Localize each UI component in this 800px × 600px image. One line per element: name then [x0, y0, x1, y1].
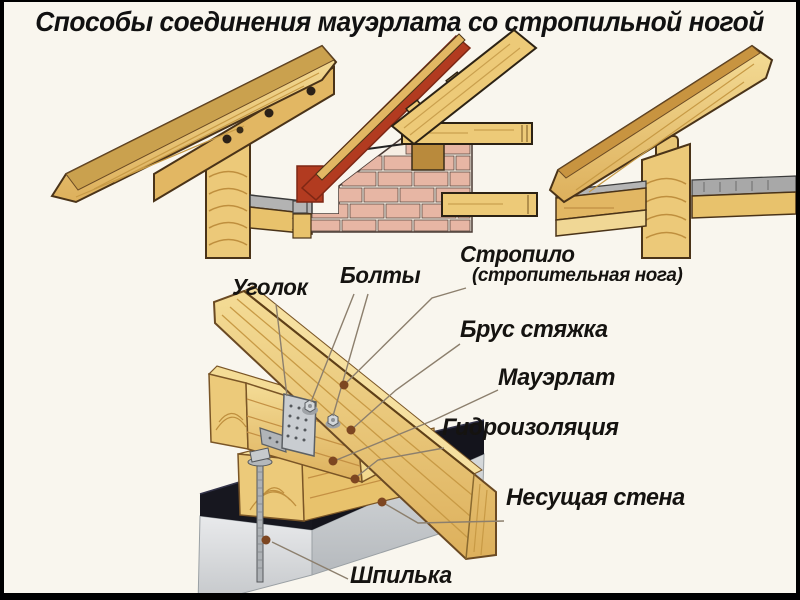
dot-stena [377, 497, 387, 507]
label-mauerlat: Мауэрлат [498, 364, 616, 391]
page-title: Способы соединения мауэрлата со стропиль… [4, 6, 796, 38]
dot-mauerlat [328, 456, 338, 466]
leader-stropilo [343, 287, 467, 386]
label-stena: Несущая стена [506, 484, 685, 511]
label-stropilo-group: Стропило (стропительная нога) [460, 243, 689, 286]
dot-brus [346, 425, 356, 435]
leader-bolt-1 [310, 293, 355, 403]
stud-rod [247, 447, 273, 583]
main-assembly-diagram [197, 285, 497, 593]
bolts [302, 399, 341, 429]
eave-support [292, 200, 312, 239]
right-boards [691, 175, 796, 219]
dot-shpilka [261, 535, 271, 545]
dot-gidro [350, 474, 360, 484]
leader-lines [271, 287, 505, 580]
diagram-variant-log-wall [50, 44, 338, 259]
label-stropilo-sub: (стропительная нога) [472, 264, 683, 286]
leader-brus [350, 343, 461, 431]
leader-ugolok [275, 303, 288, 397]
label-bolty: Болты [340, 262, 421, 288]
notched-rafter [548, 44, 774, 204]
leader-shpilka [271, 541, 349, 580]
label-ugolok: Уголок [232, 274, 308, 300]
leader-bolt-2 [332, 293, 369, 417]
roof-lath [315, 33, 466, 181]
technical-drawing [50, 28, 796, 593]
label-gidro: Гидроизоляция [442, 414, 619, 441]
page-title-text: Способы соединения мауэрлата со стропиль… [35, 6, 765, 37]
diagram-variant-timber-wall [548, 44, 796, 259]
label-stropilo: Стропило [460, 241, 575, 267]
leader-gidro [353, 447, 445, 480]
dot-stropilo [339, 380, 349, 390]
leader-mauerlat [333, 389, 499, 462]
left-boards [555, 180, 647, 237]
label-shpilka: Шпилька [350, 562, 452, 589]
rafter-beam [212, 285, 497, 561]
counter-rafter [390, 28, 538, 146]
lower-beam [441, 192, 538, 217]
sloped-plank [50, 44, 338, 204]
leader-stena [381, 501, 505, 524]
timber-post [641, 142, 691, 259]
embedded-timber-block [411, 143, 445, 171]
leader-dots [261, 380, 387, 545]
label-brus: Брус стяжка [460, 316, 608, 343]
